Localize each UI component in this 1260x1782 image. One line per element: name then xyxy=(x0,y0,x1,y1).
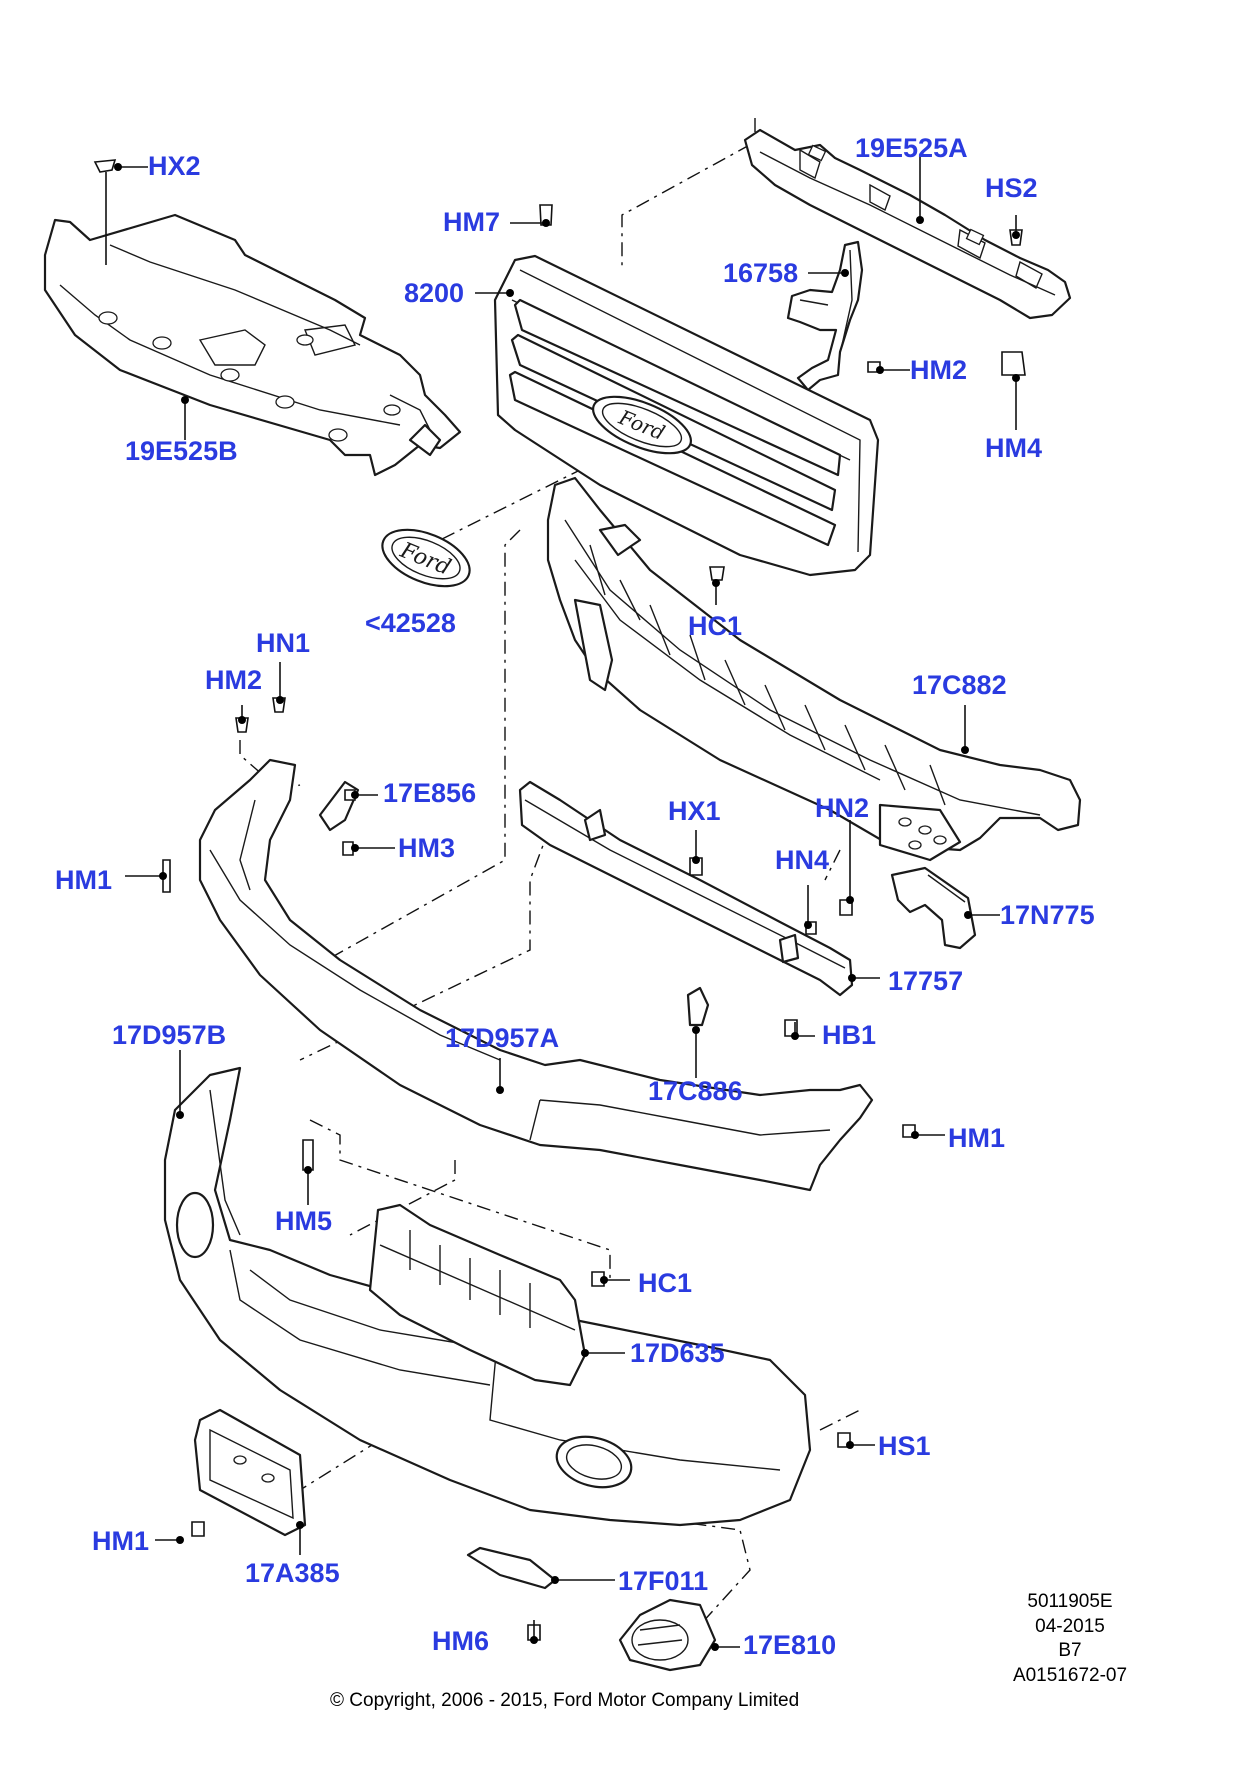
callout-17757: 17757 xyxy=(888,966,964,996)
copyright-notice: © Copyright, 2006 - 2015, Ford Motor Com… xyxy=(330,1690,800,1711)
drawing-metadata: 5011905E 04-2015 B7 A0151672-07 xyxy=(985,1590,1155,1689)
part-19e525b-panel xyxy=(43,213,462,477)
callout-hc1-bottom: HC1 xyxy=(638,1268,693,1298)
callout-hs1: HS1 xyxy=(878,1431,931,1461)
callout-17c882: 17C882 xyxy=(912,670,1007,700)
callout-17e856: 17E856 xyxy=(383,778,477,808)
callout-hm7: HM7 xyxy=(443,207,501,237)
callout-hm1-bottom: HM1 xyxy=(92,1526,150,1556)
callout-8200: 8200 xyxy=(404,278,465,308)
part-17d957a-cover xyxy=(198,758,874,1192)
callout-19e525b: 19E525B xyxy=(125,436,238,466)
callout-hc1-top: HC1 xyxy=(688,611,743,641)
metadata-line-4: A0151672-07 xyxy=(1012,1665,1128,1687)
part-17n775-bracket xyxy=(890,866,977,950)
callout-17c886: 17C886 xyxy=(648,1076,743,1106)
callout-hn4: HN4 xyxy=(775,845,830,875)
callout-hx2: HX2 xyxy=(148,151,201,181)
metadata-line-2: 04-2015 xyxy=(1035,1615,1105,1637)
callout-42528: <42528 xyxy=(365,608,456,638)
callout-16758: 16758 xyxy=(723,258,799,288)
callout-hs2: HS2 xyxy=(985,173,1038,203)
callout-hm2-left: HM2 xyxy=(205,665,263,695)
part-17c886-bracket xyxy=(686,986,710,1027)
callout-hb1: HB1 xyxy=(822,1020,877,1050)
callout-hm3: HM3 xyxy=(398,833,456,863)
part-17d957b-cover xyxy=(163,1066,812,1527)
callout-hm2-top: HM2 xyxy=(910,355,968,385)
callout-17d957b: 17D957B xyxy=(112,1020,227,1050)
part-17757-beam xyxy=(518,780,854,997)
metadata-line-3: B7 xyxy=(1058,1640,1082,1662)
callout-17d957a: 17D957A xyxy=(445,1023,560,1053)
callout-17n775: 17N775 xyxy=(1000,900,1095,930)
callout-hn1: HN1 xyxy=(256,628,311,658)
callout-hm6: HM6 xyxy=(432,1626,490,1656)
part-16758-support xyxy=(786,240,864,392)
callout-hm5: HM5 xyxy=(275,1206,333,1236)
callout-17e810: 17E810 xyxy=(743,1630,837,1660)
part-17f011-deflector xyxy=(466,1546,557,1590)
metadata-line-1: 5011905E xyxy=(1027,1591,1113,1612)
callout-19e525a: 19E525A xyxy=(855,133,968,163)
callout-17d635: 17D635 xyxy=(630,1338,725,1368)
part-17a385-plate-bracket xyxy=(193,1408,307,1537)
callout-hm4: HM4 xyxy=(985,433,1043,463)
callout-17f011: 17F011 xyxy=(618,1566,709,1596)
callout-hx1: HX1 xyxy=(668,796,721,826)
callout-hm1-right: HM1 xyxy=(948,1123,1006,1153)
part-17c882-reinforcement xyxy=(546,476,1082,862)
part-19e525a-bracket xyxy=(743,128,1072,320)
leader-lines xyxy=(114,155,1020,1651)
callout-hn2: HN2 xyxy=(815,793,870,823)
part-42528-emblem xyxy=(381,528,471,588)
callout-17a385: 17A385 xyxy=(245,1558,340,1588)
callout-hm1-left: HM1 xyxy=(55,865,113,895)
part-8200-grille xyxy=(493,254,880,577)
part-17e810-bezel xyxy=(618,1598,717,1672)
